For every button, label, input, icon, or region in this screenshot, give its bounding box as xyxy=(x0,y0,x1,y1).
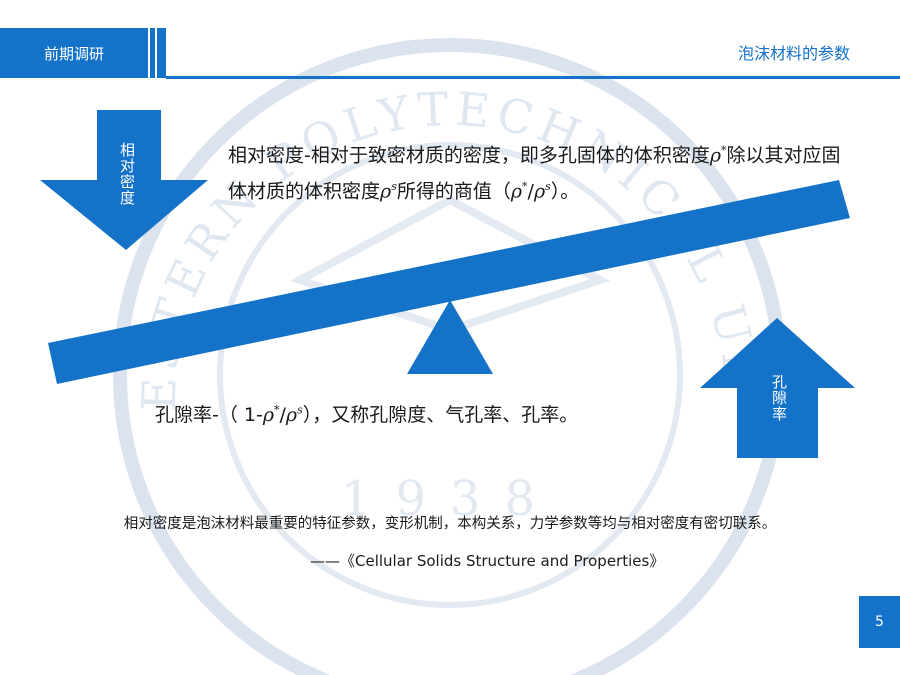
section-title: 前期调研 xyxy=(43,44,104,63)
down-arrow-shape xyxy=(40,110,208,250)
up-arrow-shape xyxy=(700,318,855,458)
page-number: 5 xyxy=(875,614,884,630)
header-accent-bar xyxy=(150,28,155,78)
page-number-badge: 5 xyxy=(859,596,900,648)
header-accent-bar xyxy=(157,28,166,78)
book-citation: ——《Cellular Solids Structure and Propert… xyxy=(310,552,665,570)
up-arrow-label: 孔隙率 xyxy=(770,374,788,422)
relative-density-definition: 相对密度-相对于致密材质的密度，即多孔固体的体积密度ρ*除以其对应固体材质的体积… xyxy=(228,144,841,203)
slide-topic: 泡沫材料的参数 xyxy=(737,44,850,63)
header-rule xyxy=(166,76,900,79)
section-tab: 前期调研 xyxy=(0,28,148,78)
seesaw-fulcrum xyxy=(407,300,493,374)
seal-year: 1938 xyxy=(341,471,559,527)
summary-note: 相对密度是泡沫材料最重要的特征参数，变形机制，本构关系，力学参数等均与相对密度有… xyxy=(123,516,777,532)
seesaw-plank xyxy=(48,180,850,384)
porosity-definition: 孔隙率-（ 1-ρ*/ρs），又称孔隙度、气孔率、孔率。 xyxy=(155,403,579,426)
down-arrow-label: 相对密度 xyxy=(118,142,136,206)
